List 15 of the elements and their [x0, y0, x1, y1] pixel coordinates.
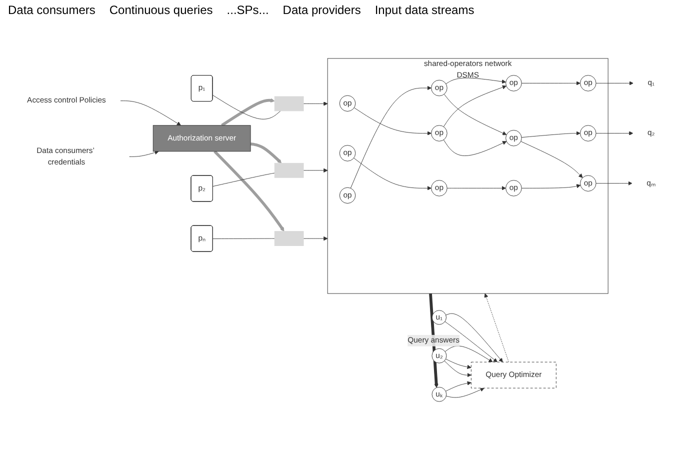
note-label: Data providers: [282, 3, 361, 17]
node-box: [274, 162, 304, 178]
connector: [212, 172, 275, 187]
arrow: [429, 293, 438, 388]
note-label: Input data streams: [374, 3, 474, 17]
node-box: [274, 96, 304, 112]
arrow: [221, 98, 275, 127]
connector: [212, 94, 281, 120]
connector: [212, 238, 275, 240]
node-box: [274, 231, 304, 246]
note-label: Continuous queries: [109, 3, 213, 17]
arrow: [250, 142, 282, 164]
note-label: ...SPs...: [226, 3, 269, 17]
note-label: Data consumers: [8, 3, 96, 17]
arrow: [214, 150, 284, 232]
